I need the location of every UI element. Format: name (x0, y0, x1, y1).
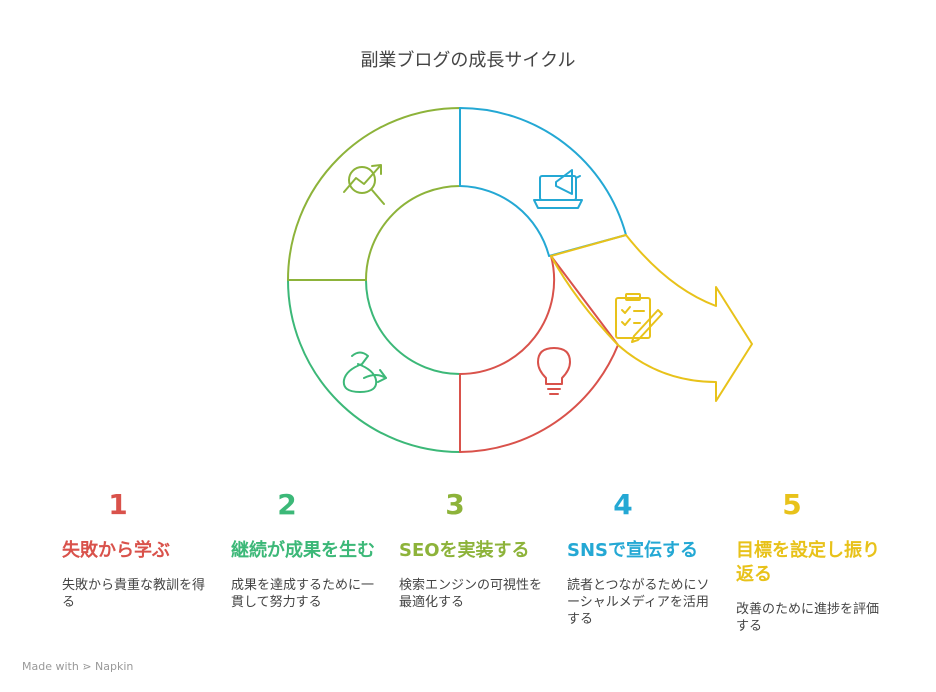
step-3-heading: SEOを実装する (399, 540, 530, 561)
napkin-attribution: Made with ⋗ Napkin (22, 660, 134, 673)
step-4-heading: SNSで宣伝する (567, 540, 698, 561)
step-5-description: 改善のために進捗を評価する (736, 602, 880, 634)
step-2-heading: 継続が成果を生む (231, 540, 375, 561)
step-4: 4 SNSで宣伝する 読者とつながるためにソーシャルメディアを活用する (567, 488, 717, 628)
step-5: 5 目標を設定し振り返る 改善のために進捗を評価する (736, 488, 886, 635)
segment-4 (459, 107, 627, 257)
step-3-description: 検索エンジンの可視性を最適化する (399, 578, 543, 610)
step-2-description: 成果を達成するために一貫して努力する (231, 578, 375, 610)
step-3: 3 SEOを実装する 検索エンジンの可視性を最適化する (399, 488, 549, 611)
step-5-number: 5 (782, 488, 802, 521)
step-1-number: 1 (108, 488, 128, 521)
step-1-heading: 失敗から学ぶ (62, 540, 170, 561)
step-1-description: 失敗から貴重な教訓を得る (62, 578, 206, 610)
step-3-number: 3 (445, 488, 465, 521)
segment-3 (287, 107, 461, 281)
step-2: 2 継続が成果を生む 成果を達成するために一貫して努力する (231, 488, 381, 611)
money-bag-icon (342, 351, 387, 393)
lightbulb-icon (537, 347, 571, 395)
clipboard-pencil-icon (615, 293, 663, 343)
search-trend-icon (343, 164, 385, 205)
megaphone-laptop-icon (533, 169, 583, 209)
step-5-heading: 目標を設定し振り返る (736, 540, 880, 585)
step-4-number: 4 (613, 488, 633, 521)
step-1: 1 失敗から学ぶ 失敗から貴重な教訓を得る (62, 488, 212, 611)
segment-2 (287, 279, 461, 453)
step-4-description: 読者とつながるためにソーシャルメディアを活用する (567, 578, 710, 627)
diagram-title: 副業ブログの成長サイクル (360, 50, 576, 71)
growth-cycle-diagram (287, 107, 753, 453)
segment-1 (459, 255, 619, 453)
segment-5-arrow (550, 234, 753, 402)
step-2-number: 2 (277, 488, 297, 521)
